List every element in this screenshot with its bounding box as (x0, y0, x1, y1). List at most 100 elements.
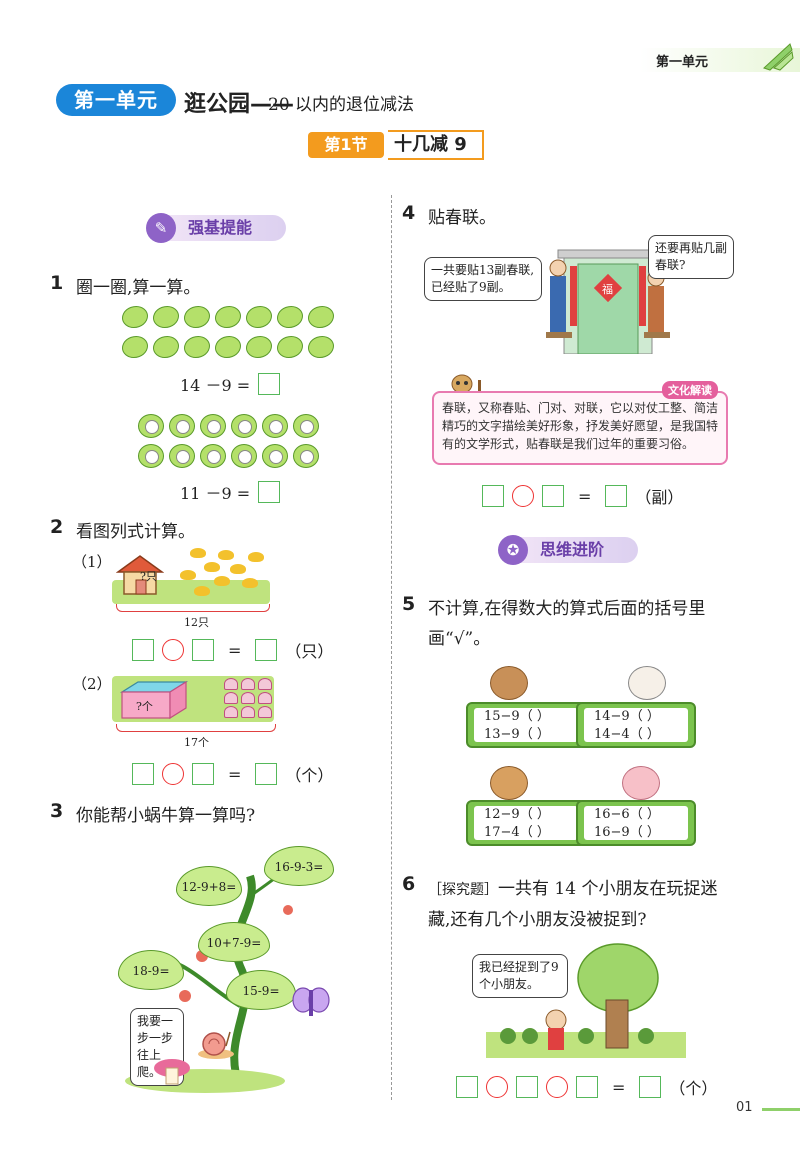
clock-group (134, 410, 330, 472)
leaf-picture (122, 336, 148, 358)
equals-sign: = (228, 764, 242, 784)
answer-box[interactable] (482, 485, 504, 507)
answer-box[interactable] (576, 1076, 598, 1098)
leaf-expression: 16-9-3= (264, 846, 334, 886)
speech-bubble-left: 一共要贴13副春联,已经贴了9副。 (424, 257, 542, 301)
leaf-picture (246, 336, 272, 358)
answer-box[interactable] (542, 485, 564, 507)
expression: 12−9（ ） (484, 807, 550, 822)
cake-box-illustration: ?个 (118, 680, 190, 720)
leaf-picture (277, 306, 303, 328)
expression: 16−6（ ） (594, 807, 660, 822)
clock-picture (262, 414, 288, 438)
banner-basic-label: 强基提能 (188, 218, 253, 237)
q2-part2-label: （2） (72, 675, 112, 693)
q2-part2-unit: （个） (285, 766, 334, 785)
operator-circle[interactable] (162, 763, 184, 785)
snail-speech-bubble: 我要一步一步往上爬。 (130, 1008, 184, 1086)
leaf-picture (308, 336, 334, 358)
answer-box[interactable] (258, 481, 281, 503)
bird-picture (180, 570, 196, 580)
pencil-icon: ✎ (146, 213, 176, 243)
clock-picture (138, 444, 164, 468)
answer-box[interactable] (132, 763, 154, 785)
q2-part2-total: 17个 (184, 736, 209, 749)
q4-number: 4 (402, 202, 416, 224)
cupcake-picture (224, 692, 238, 704)
q1-eq1: 14 －9 = (180, 372, 281, 396)
q6-unit: （个） (669, 1079, 718, 1098)
door-char: 福 (602, 283, 613, 296)
answer-box[interactable] (255, 639, 278, 661)
answer-box[interactable] (192, 639, 214, 661)
bird-picture (218, 550, 234, 560)
cupcakes-group (222, 676, 276, 722)
cupcake-picture (224, 706, 238, 718)
cupcake-picture (241, 692, 255, 704)
q1-number: 1 (50, 272, 64, 294)
answer-box[interactable] (639, 1076, 662, 1098)
operator-circle[interactable] (512, 485, 534, 507)
clock-picture (293, 444, 319, 468)
answer-box[interactable] (516, 1076, 538, 1098)
section-title: 十几减 9 (388, 130, 484, 160)
q3-number: 3 (50, 800, 64, 822)
clock-picture (200, 444, 226, 468)
culture-tag: 文化解读 (662, 381, 718, 399)
equals-sign: = (228, 640, 242, 660)
mushroom-icon (154, 1059, 190, 1085)
clock-picture (262, 444, 288, 468)
q1-eq2: 11 －9 = (180, 480, 281, 504)
answer-box[interactable] (255, 763, 278, 785)
operator-circle[interactable] (162, 639, 184, 661)
answer-box[interactable] (132, 639, 154, 661)
clock-picture (231, 414, 257, 438)
answer-box[interactable] (258, 373, 281, 395)
unit-tab: 第一单元 (640, 43, 800, 72)
monkey-icon (490, 766, 528, 800)
equals-sign: = (612, 1077, 626, 1097)
hide-and-seek-illustration (486, 943, 686, 1058)
answer-box[interactable] (192, 763, 214, 785)
section-badge: 第1节 (308, 132, 384, 158)
q2-number: 2 (50, 516, 64, 538)
leaf-picture (215, 336, 241, 358)
expression: 13−9（ ） (484, 727, 550, 742)
q6-question: 一共有 14 个小朋友在玩捉迷藏,还有几个小朋友没被捉到? (428, 879, 718, 930)
q4-equation: = （副） (482, 484, 683, 508)
operator-circle[interactable] (546, 1076, 568, 1098)
pig-icon (622, 766, 660, 800)
equals-sign: = (578, 486, 592, 506)
banner-advanced-label: 思维进阶 (540, 540, 605, 559)
cupcake-picture (258, 678, 272, 690)
unit-subtitle: 20 以内的退位减法 (268, 95, 415, 115)
leaf-expression: 12-9+8= (176, 866, 242, 906)
bird-picture (242, 578, 258, 588)
expression: 16−9（ ） (594, 825, 660, 840)
leaf-expression: 15-9= (226, 970, 296, 1010)
q1-eq1-expr: 14 －9 = (180, 376, 251, 395)
q4-text: 贴春联。 (428, 208, 496, 228)
q5-number: 5 (402, 593, 416, 615)
leaf-picture (184, 306, 210, 328)
answer-box[interactable] (456, 1076, 478, 1098)
comparison-board: 16−6（ ） 16−9（ ） (576, 800, 696, 846)
clock-picture (293, 414, 319, 438)
column-divider (391, 195, 392, 1100)
cupcake-picture (241, 706, 255, 718)
culture-text: 春联，又称春贴、门对、对联，它以对仗工整、简洁精巧的文字描绘美好形象，抒发美好愿… (442, 401, 719, 451)
snail-icon (198, 1031, 234, 1059)
banner-advanced: ✪ 思维进阶 (498, 535, 638, 565)
q2-part1-equation: = （只） (132, 638, 333, 662)
bird-picture (230, 564, 246, 574)
clock-picture (231, 444, 257, 468)
bird-picture (194, 586, 210, 596)
operator-circle[interactable] (486, 1076, 508, 1098)
q4-unit: （副） (635, 488, 684, 507)
answer-box[interactable] (605, 485, 628, 507)
leaf-picture (215, 306, 241, 328)
clock-picture (169, 444, 195, 468)
goat-icon (628, 666, 666, 700)
comparison-board: 12−9（ ） 17−4（ ） (466, 800, 586, 846)
comparison-board: 14−9（ ） 14−4（ ） (576, 702, 696, 748)
